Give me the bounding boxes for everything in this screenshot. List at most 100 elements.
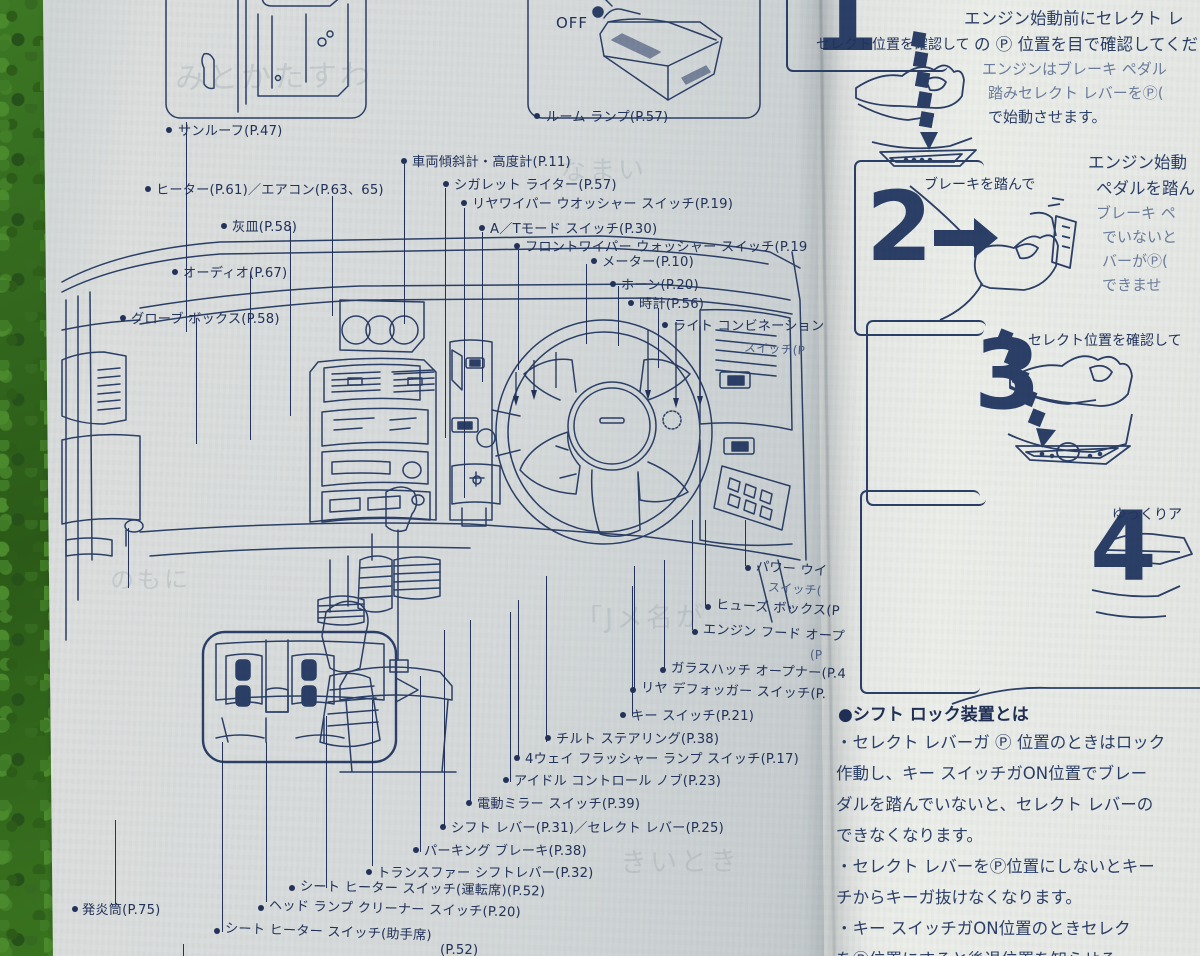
note-1-line-1: エンジン始動前にセレクト レ (964, 9, 1184, 28)
label-front-wiper-washer-switch: フロントワイパー ウォッシャー スイッチ(P.19 (525, 240, 808, 255)
shift-lock-item-6: ・キー スイッチガON位置のときセレク (836, 919, 1131, 938)
label-dot (172, 269, 178, 275)
shift-lock-item-5: チからキーガ抜けなくなります。 (836, 888, 1082, 907)
label-dot (366, 869, 372, 875)
label-at-mode-switch: A／Tモード スイッチ(P.30) (490, 222, 658, 237)
label-engine-hood-opener-page: (P (810, 648, 823, 662)
shift-lock-divider (951, 686, 1200, 705)
label-dot (745, 565, 751, 571)
leader-line (632, 586, 634, 716)
label-dot (72, 906, 78, 912)
label-dot (610, 281, 616, 287)
label-dot (145, 186, 151, 192)
label-room-lamp: ルーム ランプ(P.57) (546, 110, 669, 125)
step-2-box (854, 160, 984, 336)
label-dot (514, 755, 520, 761)
leader-line (332, 196, 334, 316)
label-dot (258, 905, 264, 911)
note-4-line-1: ブレーキ ペ (1096, 204, 1176, 222)
label-4way-flasher-lamp-switch: 4ウェイ フラッシャー ランプ スイッチ(P.17) (525, 752, 799, 767)
label-tilt-steering: チルト ステアリング(P.38) (556, 732, 720, 747)
label-dot (620, 712, 626, 718)
leader-line (128, 528, 130, 588)
leader-line (634, 566, 636, 688)
section-tab-fragment: シ (944, 0, 1144, 6)
note-2-line-1: エンジンはブレーキ ペダル (982, 60, 1167, 78)
label-parking-brake: パーキング ブレーキ(P.38) (424, 844, 587, 859)
leader-line (222, 742, 224, 932)
note-2-line-2: 踏みセレクト レバーをⓅ( (988, 84, 1164, 102)
note-4-line-4: できませ (1102, 276, 1162, 294)
note-4-line-3: バーがⓅ( (1102, 252, 1168, 270)
leader-line (250, 272, 252, 440)
label-light-combination-switch-line2: スイッチ(P (743, 340, 806, 358)
leader-line (586, 264, 588, 344)
room-lamp-off-mark: OFF (556, 14, 589, 32)
leader-line (518, 250, 520, 370)
label-dot (214, 928, 220, 934)
label-dot (166, 127, 172, 133)
label-heater-aircon: ヒーター(P.61)／エアコン(P.63、65) (156, 183, 384, 198)
leader-line (464, 208, 466, 498)
label-dot (413, 847, 419, 853)
shift-lock-item-4: ・セレクト レバーをⓅ位置にしないとキー (836, 857, 1155, 876)
label-inclinometer-altimeter: 車両傾斜計・高度計(P.11) (412, 155, 571, 170)
label-idle-control-knob: アイドル コントロール ノブ(P.23) (514, 774, 722, 789)
label-dot (514, 243, 520, 249)
step-2-caption: ブレーキを踏んで (924, 177, 1036, 193)
leader-line (290, 226, 292, 416)
label-dot (466, 800, 472, 806)
label-power-window-switch-line2: スイッチ( (767, 580, 823, 598)
leader-line (445, 188, 447, 438)
note-1-line-2: の Ⓟ 位置を目で確認してくだ (974, 35, 1198, 54)
label-meter: メーター(P.10) (602, 255, 694, 270)
leader-line (518, 600, 520, 760)
label-seat-heater-switch-passenger-page: (P.52) (440, 943, 479, 956)
shift-lock-item-3: できなくなります。 (836, 826, 983, 845)
label-cigarette-lighter: シガレット ライター(P.57) (454, 178, 617, 193)
leader-line (692, 520, 694, 630)
label-dot (443, 181, 449, 187)
step-2-illustration (909, 185, 1077, 321)
shift-lock-heading: ●シフト ロック装置とは (838, 705, 1029, 725)
label-dot (628, 300, 634, 306)
leader-line (618, 286, 620, 346)
label-dot (440, 824, 446, 830)
leader-line (546, 576, 548, 742)
label-power-mirror-switch: 電動ミラー スイッチ(P.39) (477, 797, 641, 812)
label-dot (461, 200, 467, 206)
label-ashtray: 灰皿(P.58) (232, 220, 298, 235)
leader-line (470, 620, 472, 802)
label-audio: オーディオ(P.67) (183, 266, 288, 281)
label-shift-lever-select-lever: シフト レバー(P.31)／セレクト レバー(P.25) (451, 821, 724, 836)
label-clock: 時計(P.56) (639, 297, 705, 312)
label-horn: ホーン(P.20) (621, 278, 699, 293)
leader-line (326, 716, 328, 888)
step-4-box (860, 490, 980, 694)
label-dot (630, 687, 636, 693)
label-dot (660, 667, 666, 673)
label-dot (591, 258, 597, 264)
step-1-box (786, 0, 948, 72)
leader-line (183, 944, 185, 956)
note-3-line-1: エンジン始動 (1088, 153, 1187, 172)
leader-line (510, 612, 512, 782)
label-dot (662, 322, 668, 328)
step-3-illustration (995, 328, 1133, 465)
label-glove-box: グローブ ボックス(P.58) (131, 312, 280, 327)
label-light-combination-switch: ライト コンビネーション (673, 319, 825, 334)
leader-line (404, 164, 406, 324)
step-1-number: 1 (812, 0, 879, 73)
label-dot (401, 158, 407, 164)
leader-line (420, 676, 422, 852)
leader-line (444, 630, 446, 826)
step-3-caption: セレクト位置を確認して (1028, 333, 1182, 349)
leader-line (664, 560, 666, 668)
label-transfer-shift-lever: トランスファー シフトレバー(P.32) (377, 866, 594, 881)
label-dot (479, 225, 485, 231)
note-2-line-3: で始動させます。 (988, 108, 1107, 126)
leader-line (372, 700, 374, 866)
shift-lock-item-1: 作動し、キー スイッチガON位置でブレー (836, 764, 1148, 783)
shift-lock-item-2: ダルを踏んでいないと、セレクト レバーの (836, 795, 1154, 814)
